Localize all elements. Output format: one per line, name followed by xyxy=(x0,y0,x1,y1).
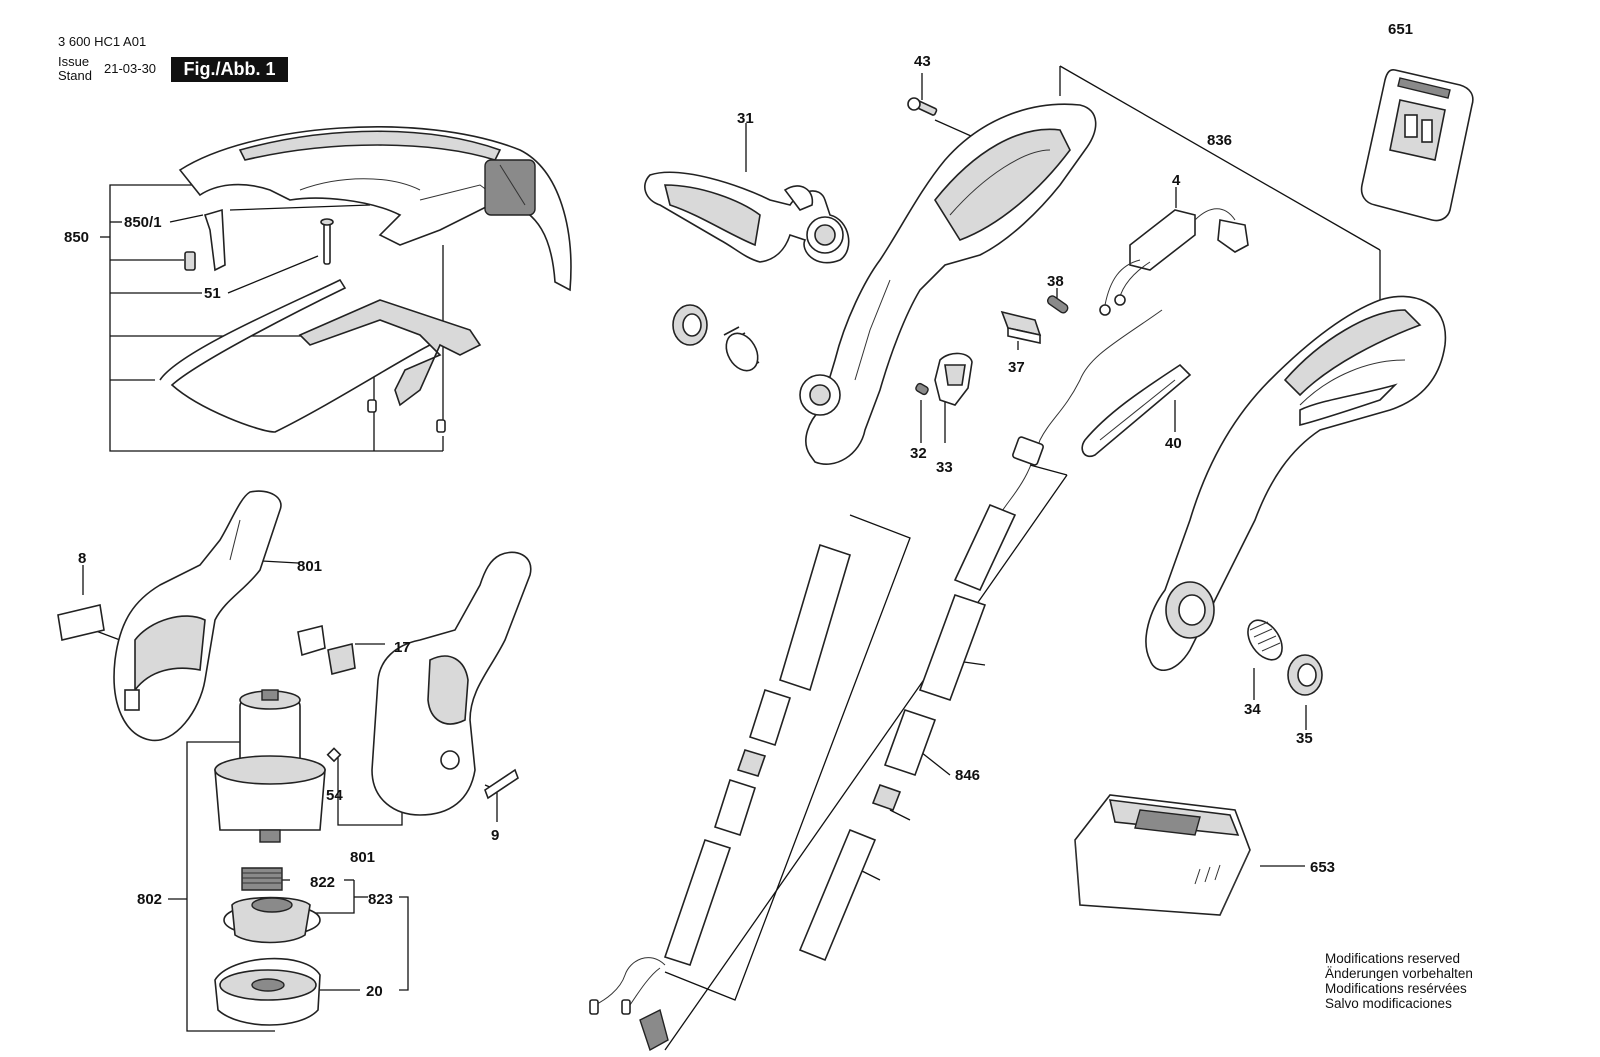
label-8: 8 xyxy=(78,550,86,567)
guard-clip xyxy=(184,208,226,272)
handle-screw xyxy=(907,97,938,116)
label-846: 846 xyxy=(955,767,980,784)
handle-housing-right xyxy=(1145,295,1447,672)
doc-number: 3 600 HC1 A01 xyxy=(58,34,147,49)
wire-bow xyxy=(159,278,482,433)
lock-block xyxy=(1000,310,1042,344)
label-33: 33 xyxy=(936,459,953,476)
switch xyxy=(1099,208,1249,316)
spool-cover xyxy=(214,957,321,1026)
label-34: 34 xyxy=(1244,701,1261,718)
label-51: 51 xyxy=(204,285,221,302)
release-button xyxy=(934,352,973,406)
label-40: 40 xyxy=(1165,435,1182,452)
note-german: Änderungen vorbehalten xyxy=(1325,966,1473,981)
type-plate xyxy=(57,604,105,641)
contact-plates xyxy=(297,625,356,675)
label-4: 4 xyxy=(1172,172,1181,189)
battery-pack xyxy=(1360,69,1474,222)
label-31: 31 xyxy=(737,110,754,127)
motor-housing-right xyxy=(371,551,532,816)
label-651: 651 xyxy=(1388,21,1413,38)
auxiliary-handle xyxy=(644,171,850,264)
label-653: 653 xyxy=(1310,859,1335,876)
label-54: 54 xyxy=(326,787,343,804)
adjust-knob-right xyxy=(1287,654,1323,696)
label-20: 20 xyxy=(366,983,383,1000)
label-strip xyxy=(484,768,519,800)
label-801-top: 801 xyxy=(297,558,322,575)
adjust-knob-left xyxy=(672,304,708,346)
label-38: 38 xyxy=(1047,273,1064,290)
label-802: 802 xyxy=(137,891,162,908)
spool-spring xyxy=(241,867,283,891)
label-37: 37 xyxy=(1008,359,1025,376)
note-english: Modifications reserved xyxy=(1325,951,1461,966)
guard-cover xyxy=(178,126,572,292)
leader-lines xyxy=(79,65,1381,1051)
label-43: 43 xyxy=(914,53,931,70)
motor xyxy=(214,689,326,843)
motor-housing xyxy=(113,490,282,742)
figure-label: Fig./Abb. 1 xyxy=(171,57,288,82)
small-nut xyxy=(326,747,342,763)
modifications-notice: Modifications reserved Änderungen vorbeh… xyxy=(1325,951,1473,1011)
stand-label: Stand xyxy=(58,68,92,83)
part-labels: 651 43 31 836 4 850 850/1 51 38 37 32 33… xyxy=(64,21,1413,1000)
guard-screw xyxy=(320,218,334,265)
label-850-1: 850/1 xyxy=(124,214,162,231)
note-french: Modifications resérvées xyxy=(1325,981,1467,996)
spring-right xyxy=(1247,619,1283,661)
issue-date: 21-03-30 xyxy=(104,61,157,76)
label-801-bottom: 801 xyxy=(350,849,375,866)
label-822: 822 xyxy=(310,874,335,891)
spring-pin xyxy=(915,382,929,396)
label-823: 823 xyxy=(368,891,393,908)
label-17: 17 xyxy=(394,639,411,656)
battery-charger xyxy=(1074,794,1251,916)
line-spool xyxy=(223,896,321,944)
label-836: 836 xyxy=(1207,132,1232,149)
label-35: 35 xyxy=(1296,730,1313,747)
battery-cells xyxy=(663,543,851,967)
handle-trim xyxy=(1081,363,1192,458)
label-32: 32 xyxy=(910,445,927,462)
spring-left xyxy=(723,326,760,372)
label-850: 850 xyxy=(64,229,89,246)
handle-housing-left xyxy=(799,103,1097,465)
pin xyxy=(1046,295,1069,314)
label-9: 9 xyxy=(491,827,499,844)
note-spanish: Salvo modificaciones xyxy=(1325,996,1452,1011)
issue-label: Issue xyxy=(58,54,90,69)
battery-tube xyxy=(798,503,1017,962)
battery-connector xyxy=(589,957,669,1052)
